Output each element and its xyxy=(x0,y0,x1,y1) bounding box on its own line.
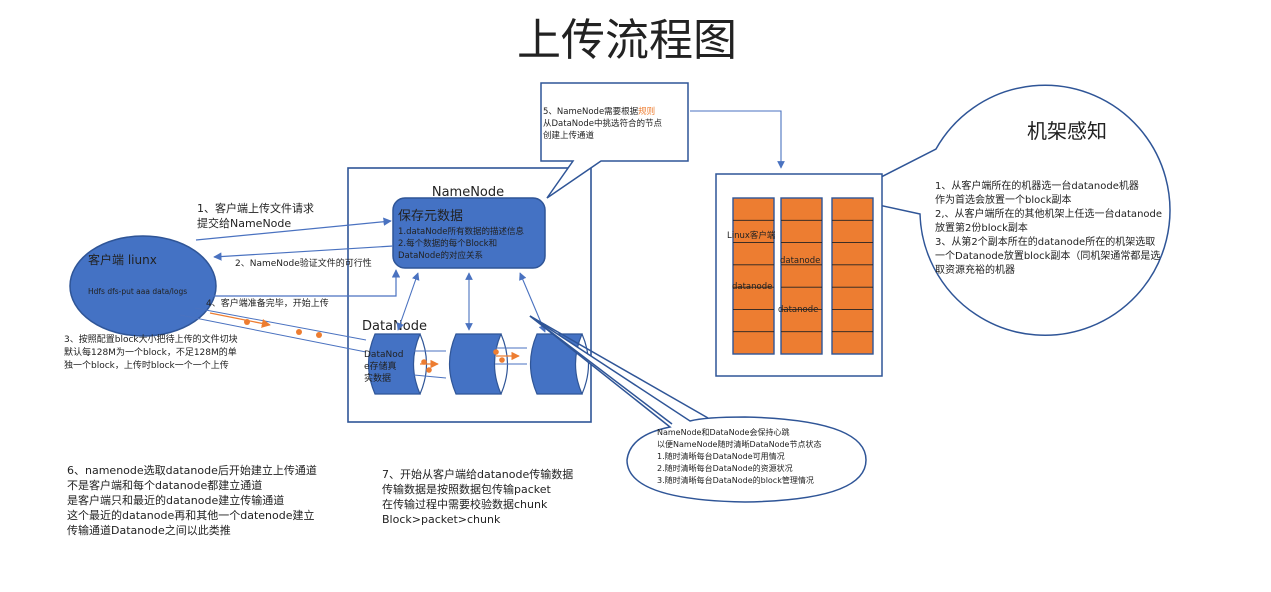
client-to-datanode-line-1 xyxy=(194,307,367,341)
packet-dot xyxy=(426,367,432,373)
rack-label-datanode-b: datanode xyxy=(780,256,820,266)
datanode-cylinder-1-line-2: e存储真 xyxy=(364,360,397,372)
datanode-cylinder-1-line-1: DataNod xyxy=(364,350,403,360)
metadata-box-title: 保存元数据 xyxy=(398,209,463,224)
namenode-container xyxy=(347,167,592,423)
heartbeat-line-4: 2.随时清晰每台DataNode的资源状况 xyxy=(657,463,793,473)
rack-awareness-line-7: 取资源充裕的机器 xyxy=(935,263,1015,276)
client-to-datanode-line-2 xyxy=(179,314,367,353)
packet-dot xyxy=(244,319,250,325)
datanode-cylinder-1 xyxy=(367,333,428,395)
rack-awareness-line-2: 作为首选会放置一个block副本 xyxy=(935,193,1072,206)
step4-text: 4、客户端准备完毕，开始上传 xyxy=(206,297,329,309)
step6-text-1: 6、namenode选取datanode后开始建立上传通道 xyxy=(67,463,317,477)
step1-text-1: 1、客户端上传文件请求 xyxy=(197,201,314,215)
step7-text-1: 7、开始从客户端给datanode传输数据 xyxy=(382,467,573,481)
packet-dot xyxy=(316,332,322,338)
step6-text-2: 不是客户端和每个datanode都建立通道 xyxy=(67,478,262,492)
namenode-container-label: NameNode xyxy=(432,185,504,200)
pipeline-line xyxy=(413,374,447,379)
packet-dot xyxy=(499,357,505,363)
rack-awareness-line-6: 一个Datanode放置block副本（同机架通常都是选 xyxy=(935,249,1160,262)
rack-awareness-callout xyxy=(839,84,1171,337)
step5-highlight: 规则 xyxy=(638,106,655,117)
heartbeat-line-1: NameNode和DataNode会保持心跳 xyxy=(657,427,789,437)
step6-text-5: 传输通道Datanode之间以此类推 xyxy=(67,523,231,537)
datanode-cylinder-3 xyxy=(529,333,590,395)
packet-dot xyxy=(296,329,302,335)
metadata-line-1: 1.dataNode所有数据的描述信息 xyxy=(398,226,524,237)
step6-text-3: 是客户端只和最近的datanode建立传输通道 xyxy=(67,493,284,507)
rack-columns xyxy=(732,197,874,355)
heartbeat-callout xyxy=(529,315,867,503)
datanode-container-label: DataNode xyxy=(362,319,427,334)
rack-column-body xyxy=(780,197,823,355)
step3-text-3: 独一个block，上传时block一个一个上传 xyxy=(64,359,229,371)
step5-prefix: 5、NameNode需要根据 xyxy=(543,106,639,117)
rack-column xyxy=(831,197,874,355)
rack-awareness-title: 机架感知 xyxy=(1027,119,1107,143)
rack-label-datanode-c: datanode xyxy=(778,305,818,315)
rack-awareness-lines: 1、从客户端所在的机器选一台datanode机器 作为首选会放置一个block副… xyxy=(935,179,1162,276)
step6-text-4: 这个最近的datanode再和其他一个datenode建立 xyxy=(67,508,314,522)
rack-awareness-line-5: 3、从第2个副本所在的datanode所在的机架选取 xyxy=(935,235,1155,248)
packet-arrow xyxy=(209,312,271,328)
rack-label-linux-client: Linux客户端 xyxy=(727,230,776,241)
rack-awareness-line-4: 放置第2份block副本 xyxy=(935,221,1028,234)
step5-text-1: 5、NameNode需要根据规则 xyxy=(543,106,655,117)
rack-column xyxy=(780,197,823,355)
rack-label-datanode-a: datanode xyxy=(732,282,772,292)
heartbeat-line-5: 3.随时清晰每台DataNode的block管理情况 xyxy=(657,475,814,485)
rack-awareness-line-1: 1、从客户端所在的机器选一台datanode机器 xyxy=(935,179,1139,192)
heartbeat-arrow-1 xyxy=(396,272,420,331)
client-label: 客户端 liunx xyxy=(88,252,157,267)
step5-callout xyxy=(540,82,689,199)
step2-arrow xyxy=(213,245,394,261)
metadata-line-2: 2.每个数据的每个Block和 xyxy=(398,238,497,249)
step7-text-2: 传输数据是按照数据包传输packet xyxy=(382,482,552,496)
step5-text-3: 创建上传通道 xyxy=(543,130,595,141)
step4-arrow xyxy=(210,269,401,297)
step7-text-3: 在传输过程中需要校验数据chunk xyxy=(382,497,548,511)
step1-text-2: 提交给NameNode xyxy=(197,216,291,230)
step1-arrow xyxy=(195,217,392,241)
step5-to-rack-arrow xyxy=(690,110,785,169)
metadata-line-3: DataNode的对应关系 xyxy=(398,250,483,261)
step3-text-1: 3、按照配置block大小把待上传的文件切块 xyxy=(64,333,238,345)
step5-text-2: 从DataNode中挑选符合的节点 xyxy=(543,118,662,129)
step7-text-4: Block>packet>chunk xyxy=(382,513,501,526)
heartbeat-callout-pointer-2 xyxy=(529,315,709,419)
step2-text: 2、NameNode验证文件的可行性 xyxy=(235,257,372,269)
page-title: 上传流程图 xyxy=(517,15,737,66)
step3-text-2: 默认每128M为一个block，不足128M的单 xyxy=(64,346,237,358)
rack-column-body xyxy=(831,197,874,355)
metadata-box xyxy=(392,197,546,269)
packet-dot xyxy=(493,349,499,355)
client-node xyxy=(69,235,217,337)
heartbeat-callout-pointer xyxy=(529,315,673,425)
rack-awareness-line-3: 2,、从客户端所在的其他机架上任选一台datanode xyxy=(935,207,1162,220)
rack-column-body xyxy=(732,197,775,355)
datanode-cylinder-1-line-3: 实数据 xyxy=(364,372,391,384)
heartbeat-line-3: 1.随时清晰每台DataNode可用情况 xyxy=(657,451,785,461)
heartbeat-line-2: 以便NameNode随时清晰DataNode节点状态 xyxy=(657,439,821,449)
datanode-cylinder-2 xyxy=(448,333,509,395)
client-command: Hdfs dfs-put aaa data/logs xyxy=(88,287,187,296)
rack-column xyxy=(732,197,775,355)
